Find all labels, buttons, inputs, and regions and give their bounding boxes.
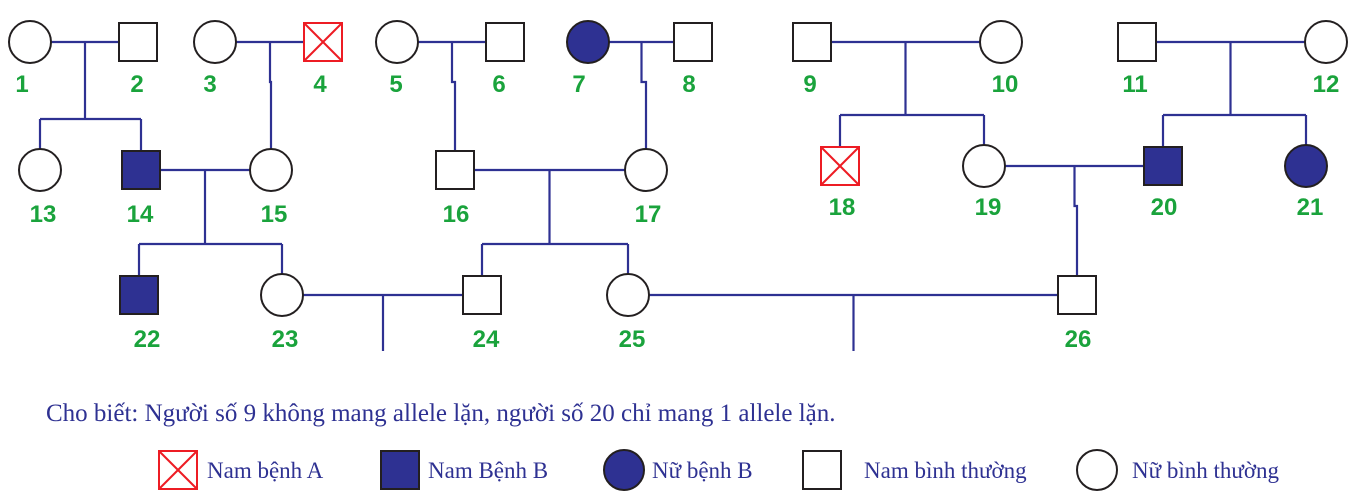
legend-item-female-normal: Nữ bình thường bbox=[1076, 449, 1279, 491]
individual-number-1: 1 bbox=[15, 71, 28, 98]
individual-9 bbox=[792, 22, 832, 62]
descent-line bbox=[1073, 166, 1079, 276]
legend-label-female-disease-b: Nữ bệnh B bbox=[652, 458, 753, 483]
individual-17 bbox=[624, 148, 668, 192]
couple-1-2 bbox=[38, 40, 143, 151]
couple-16-17 bbox=[474, 168, 630, 276]
individual-number-6: 6 bbox=[492, 71, 505, 98]
individual-15 bbox=[249, 148, 293, 192]
individual-5 bbox=[375, 20, 419, 64]
pedigree-note: Cho biết: Người số 9 không mang allele l… bbox=[46, 400, 836, 427]
descent-line bbox=[450, 42, 457, 151]
individual-number-11: 11 bbox=[1122, 71, 1147, 98]
individual-14 bbox=[121, 150, 161, 190]
individual-number-12: 12 bbox=[1313, 71, 1340, 98]
individual-2 bbox=[118, 22, 158, 62]
legend-label-male-disease-a: Nam bệnh A bbox=[207, 458, 324, 483]
individual-number-7: 7 bbox=[572, 71, 585, 98]
individual-number-22: 22 bbox=[134, 326, 161, 353]
legend-symbol-male-normal bbox=[802, 450, 842, 490]
couple-25-26 bbox=[649, 293, 1058, 351]
individual-11 bbox=[1117, 22, 1157, 62]
individual-23 bbox=[260, 273, 304, 317]
individual-19 bbox=[962, 144, 1006, 188]
legend-label-female-normal: Nữ bình thường bbox=[1132, 458, 1279, 483]
individual-number-10: 10 bbox=[992, 71, 1019, 98]
individual-number-23: 23 bbox=[272, 326, 299, 353]
individual-number-25: 25 bbox=[619, 326, 646, 353]
individual-number-14: 14 bbox=[127, 201, 154, 228]
legend: Nam bệnh A Nam Bệnh B Nữ bệnh B Nam bình th… bbox=[158, 449, 1279, 491]
individual-number-2: 2 bbox=[130, 71, 143, 98]
couple-7-8 bbox=[609, 40, 674, 149]
individual-number-4: 4 bbox=[313, 71, 327, 98]
descent-line bbox=[640, 42, 648, 149]
individual-number-15: 15 bbox=[261, 201, 288, 228]
legend-symbol-male-disease-b bbox=[380, 450, 420, 490]
couple-3-4 bbox=[236, 40, 304, 149]
individual-number-16: 16 bbox=[443, 201, 470, 228]
legend-item-male-disease-a: Nam bệnh A bbox=[158, 450, 324, 490]
individual-4 bbox=[303, 22, 343, 62]
legend-item-male-normal: Nam bình thường bbox=[802, 450, 1027, 490]
couple-23-24 bbox=[303, 293, 463, 351]
individual-number-5: 5 bbox=[389, 71, 402, 98]
couple-19-20 bbox=[1005, 164, 1144, 276]
individual-6 bbox=[485, 22, 525, 62]
relationship-lines bbox=[38, 40, 1308, 351]
legend-item-male-disease-b: Nam Bệnh B bbox=[380, 450, 548, 490]
legend-symbol-female-disease-b bbox=[603, 449, 645, 491]
individual-1 bbox=[8, 20, 52, 64]
individual-20 bbox=[1143, 146, 1183, 186]
individual-number-3: 3 bbox=[203, 71, 216, 98]
individual-number-8: 8 bbox=[682, 71, 695, 98]
individual-7 bbox=[566, 20, 610, 64]
individual-8 bbox=[673, 22, 713, 62]
legend-symbol-male-disease-a bbox=[158, 450, 198, 490]
individual-number-17: 17 bbox=[635, 201, 662, 228]
individual-number-20: 20 bbox=[1151, 194, 1178, 221]
legend-label-male-normal: Nam bình thường bbox=[864, 458, 1027, 483]
couple-9-10 bbox=[831, 40, 986, 147]
individual-symbols bbox=[8, 20, 1348, 317]
individual-number-24: 24 bbox=[473, 326, 500, 353]
individual-12 bbox=[1304, 20, 1348, 64]
individual-18 bbox=[820, 146, 860, 186]
couple-11-12 bbox=[1156, 40, 1308, 147]
individual-number-13: 13 bbox=[30, 201, 57, 228]
legend-symbol-female-normal bbox=[1076, 449, 1118, 491]
individual-number-9: 9 bbox=[803, 71, 816, 98]
individual-10 bbox=[979, 20, 1023, 64]
couple-14-15 bbox=[137, 168, 284, 276]
individual-16 bbox=[435, 150, 475, 190]
individual-number-19: 19 bbox=[975, 194, 1002, 221]
couple-5-6 bbox=[418, 40, 486, 151]
individual-24 bbox=[462, 275, 502, 315]
individual-21 bbox=[1284, 144, 1328, 188]
individual-26 bbox=[1057, 275, 1097, 315]
descent-line bbox=[268, 42, 273, 149]
individual-3 bbox=[193, 20, 237, 64]
individual-number-18: 18 bbox=[829, 194, 856, 221]
legend-label-male-disease-b: Nam Bệnh B bbox=[428, 458, 548, 483]
individual-number-26: 26 bbox=[1065, 326, 1092, 353]
individual-number-21: 21 bbox=[1297, 194, 1324, 221]
individual-25 bbox=[606, 273, 650, 317]
individual-22 bbox=[119, 275, 159, 315]
individual-13 bbox=[18, 148, 62, 192]
legend-item-female-disease-b: Nữ bệnh B bbox=[603, 449, 753, 491]
